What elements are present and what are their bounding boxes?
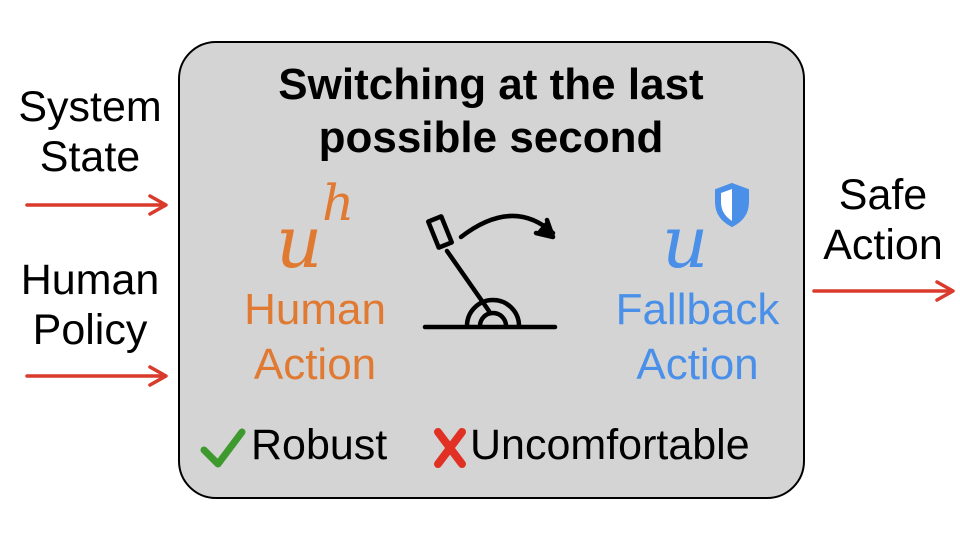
fallback-action-label: Fallback Action (590, 282, 805, 392)
fallback-action-symbol: u (662, 196, 762, 286)
fallback-action-label-line2: Action (636, 340, 759, 389)
switching-panel (178, 41, 805, 499)
input-label-human-policy-line1: Human (20, 256, 160, 304)
output-label-line2: Action (823, 221, 943, 269)
human-action-symbol: u h (276, 178, 366, 286)
input-label-human-policy: Human Policy (0, 255, 180, 355)
check-icon (200, 428, 246, 468)
human-action-label-line2: Action (253, 340, 377, 389)
cross-icon (434, 428, 466, 468)
human-policy-arrow (25, 365, 168, 387)
panel-title: Switching at the last possible second (180, 58, 802, 164)
panel-title-line1: Switching at the last (278, 60, 704, 109)
human-action-label-line1: Human (244, 285, 386, 334)
input-label-system-state-line2: State (39, 133, 141, 181)
panel-title-line2: possible second (318, 113, 664, 162)
human-symbol-superscript: h (322, 174, 355, 232)
fallback-symbol-u: u (662, 200, 709, 284)
lever-switch-icon (422, 213, 558, 330)
shield-icon (715, 182, 749, 228)
output-label-line1: Safe (838, 171, 928, 219)
pros-label: Robust (251, 421, 388, 469)
fallback-action-label-line1: Fallback (615, 285, 780, 334)
input-label-system-state-line1: System (18, 83, 162, 131)
human-symbol-u: u (276, 200, 323, 284)
output-label-safe-action: Safe Action (806, 170, 960, 270)
system-state-arrow (25, 194, 168, 216)
cons-label: Uncomfortable (470, 421, 750, 469)
input-label-system-state: System State (0, 82, 180, 182)
input-label-human-policy-line2: Policy (32, 306, 148, 354)
human-action-label: Human Action (220, 282, 410, 392)
safe-action-arrow (812, 280, 955, 302)
